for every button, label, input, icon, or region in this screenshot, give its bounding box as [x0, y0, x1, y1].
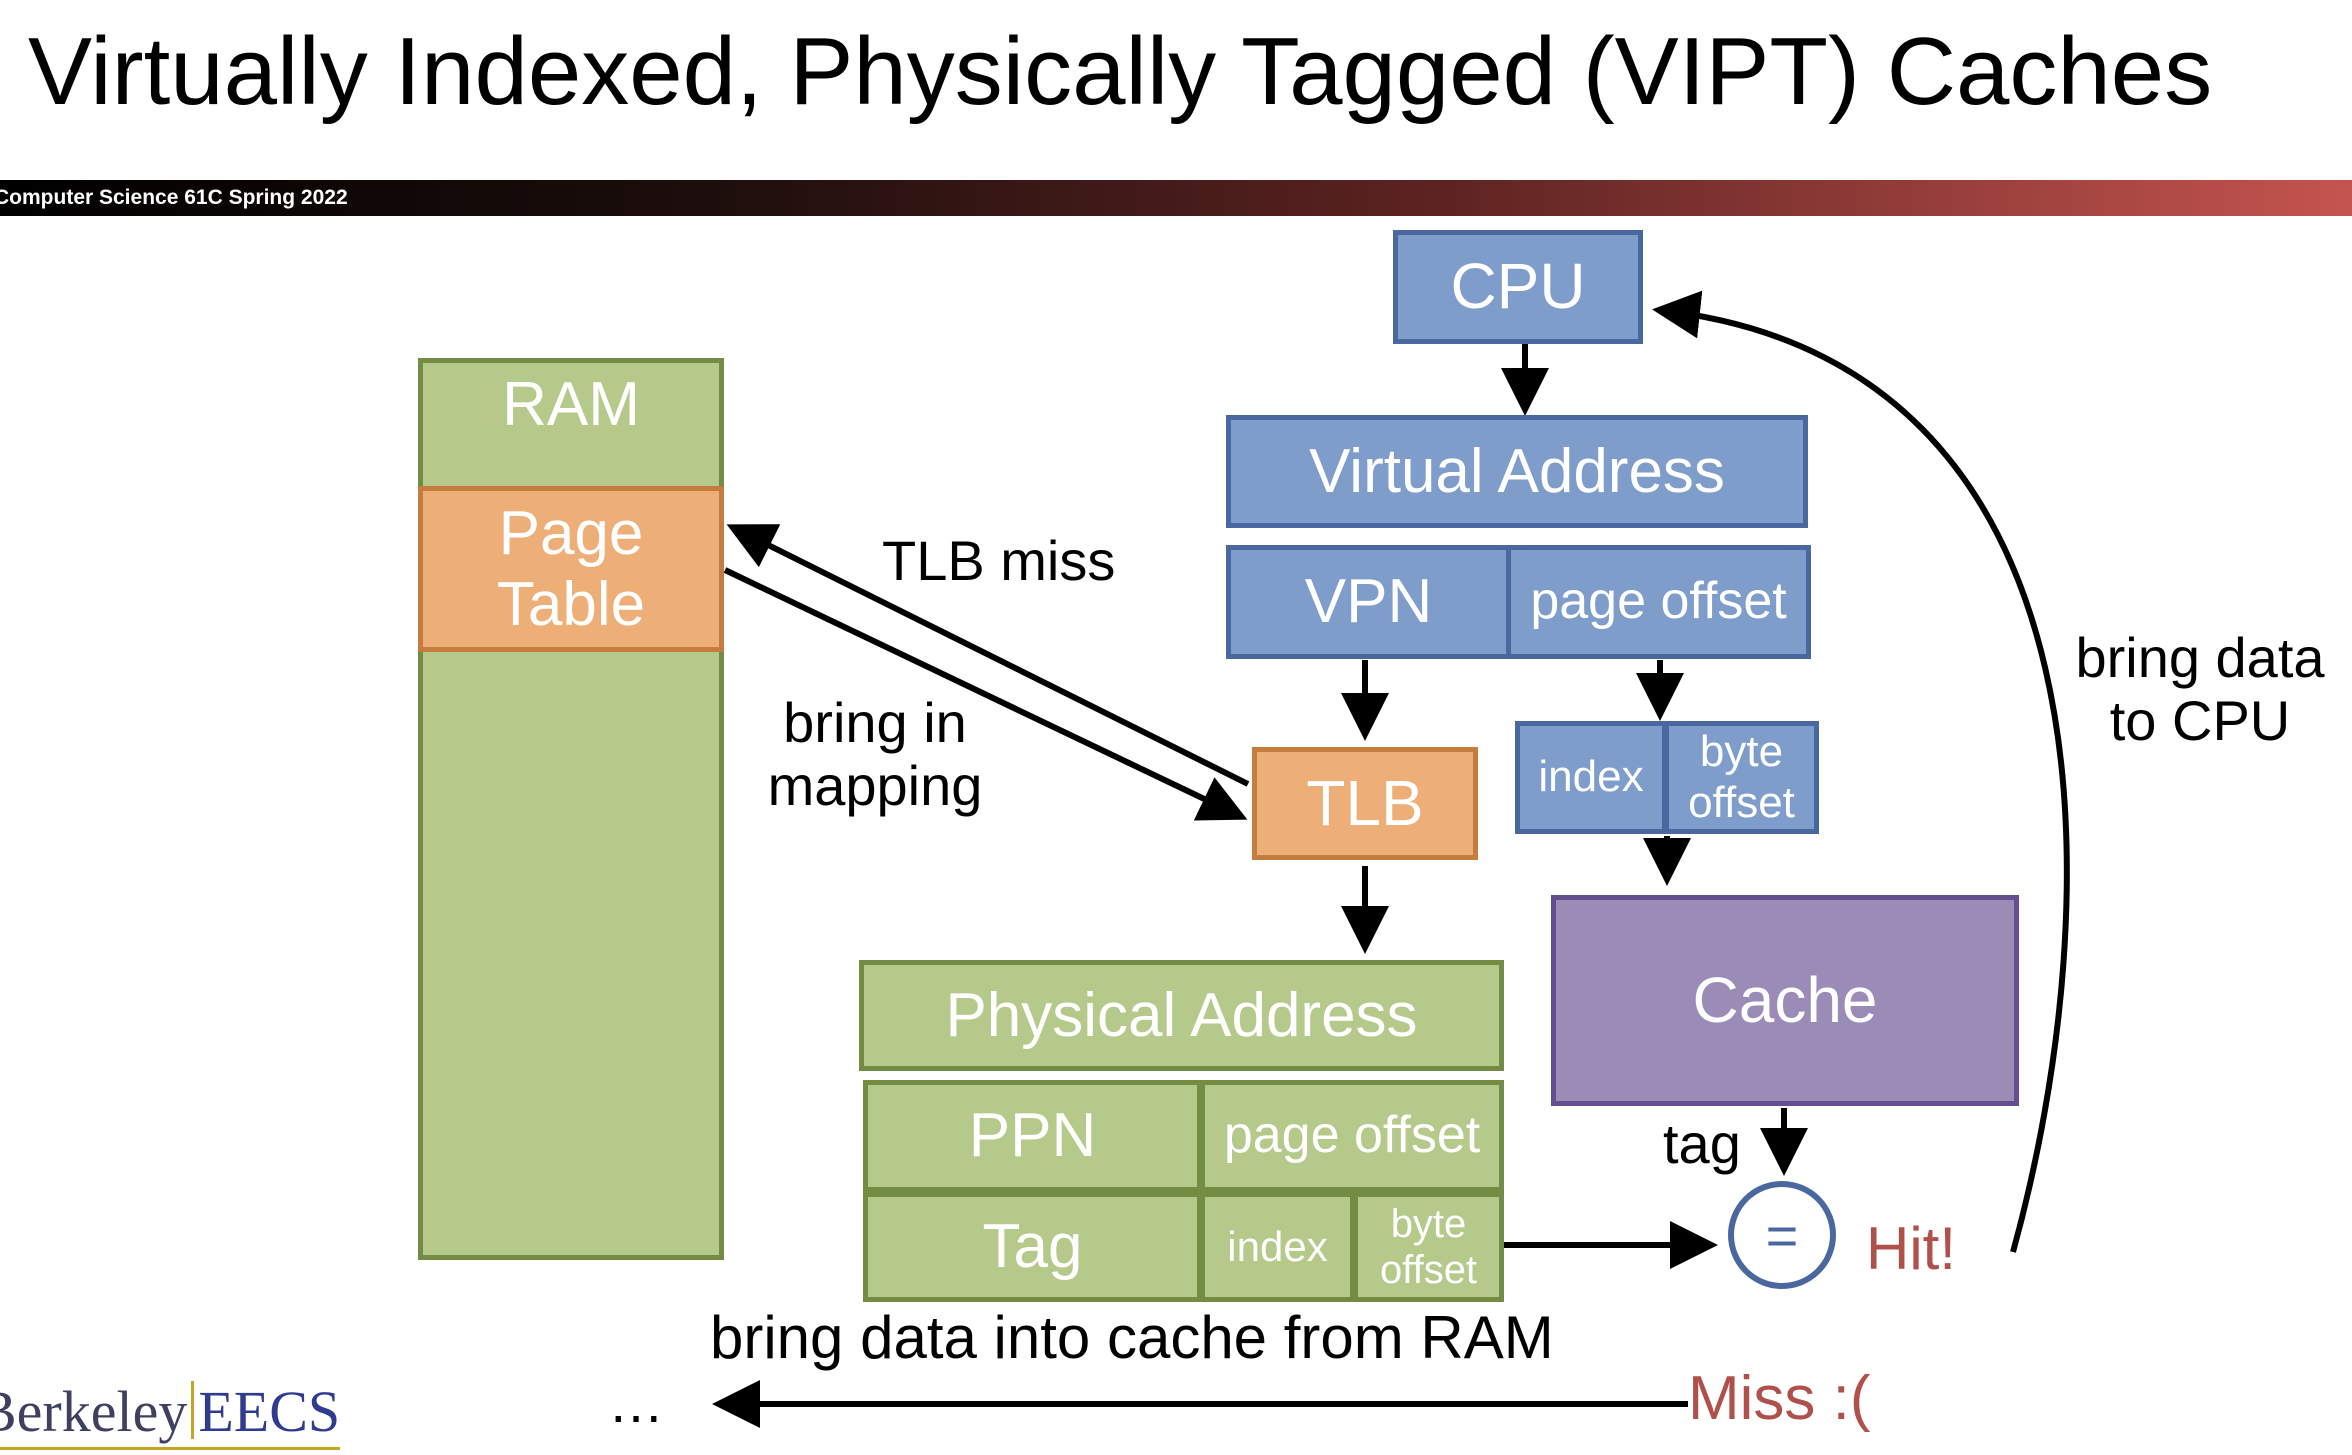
berkeley-eecs-logo: BerkeleyEECS [0, 1379, 341, 1450]
byte-offset-box: byte offset [1664, 721, 1819, 834]
cache-box: Cache [1551, 895, 2019, 1106]
cpu-label: CPU [1450, 250, 1586, 323]
hit-label: Hit! [1866, 1215, 1956, 1282]
bring-data-into-cache-label: bring data into cache from RAM [710, 1304, 1554, 1371]
vpn-box: VPN [1226, 545, 1511, 659]
bring-in-mapping-arrow [723, 567, 1248, 821]
page-table-label: Page Table [496, 498, 646, 639]
course-label: Computer Science 61C Spring 2022 [0, 186, 348, 209]
tag-box: Tag [863, 1192, 1202, 1302]
byte-offset-label: byte offset [1688, 726, 1795, 827]
tag-field-label: Tag [982, 1212, 1083, 1282]
virtual-address-box: Virtual Address [1226, 415, 1808, 528]
cache-label: Cache [1692, 963, 1878, 1036]
logo-berkeley-text: Berkeley [0, 1379, 188, 1444]
va-page-offset-label: page offset [1530, 572, 1787, 631]
header-band [0, 180, 2352, 216]
bring-data-to-cpu-arrow [1652, 290, 2070, 1253]
va-page-offset-box: page offset [1506, 545, 1811, 659]
virtual-address-label: Virtual Address [1309, 436, 1725, 506]
pa-byte-offset-label: byte offset [1379, 1202, 1478, 1292]
vpn-label: VPN [1304, 567, 1433, 637]
comparator-symbol: = [1765, 1203, 1799, 1267]
page-table-box: Page Table [418, 486, 724, 652]
tlb-miss-arrow [726, 524, 1250, 787]
index-label: index [1538, 752, 1644, 802]
logo-underline [0, 1446, 341, 1450]
tlb-miss-label: TLB miss [882, 529, 1116, 592]
comparator-circle: = [1728, 1181, 1836, 1289]
pa-index-label: index [1227, 1222, 1328, 1270]
pa-page-offset-label: page offset [1223, 1106, 1481, 1165]
slide-title: Virtually Indexed, Physically Tagged (VI… [28, 18, 2213, 125]
ppn-box: PPN [863, 1080, 1202, 1192]
cpu-box: CPU [1393, 230, 1643, 344]
physical-address-box: Physical Address [859, 960, 1504, 1071]
pa-page-offset-box: page offset [1200, 1080, 1504, 1192]
pa-index-box: index [1200, 1192, 1355, 1302]
logo-eecs-text: EECS [198, 1379, 341, 1444]
ellipsis-label: … [608, 1371, 664, 1434]
tag-arrow-label: tag [1663, 1112, 1741, 1175]
pa-byte-offset-box: byte offset [1353, 1192, 1504, 1302]
index-box: index [1515, 721, 1667, 834]
logo-separator [191, 1381, 195, 1439]
miss-label: Miss :( [1688, 1364, 1871, 1433]
physical-address-label: Physical Address [945, 980, 1418, 1050]
tlb-box: TLB [1252, 747, 1478, 860]
ppn-label: PPN [968, 1101, 1097, 1171]
bring-data-to-cpu-label: bring data to CPU [2075, 626, 2325, 752]
ram-label: RAM [502, 370, 640, 439]
tlb-label: TLB [1306, 766, 1424, 839]
bring-in-mapping-label: bring in mapping [767, 691, 983, 817]
